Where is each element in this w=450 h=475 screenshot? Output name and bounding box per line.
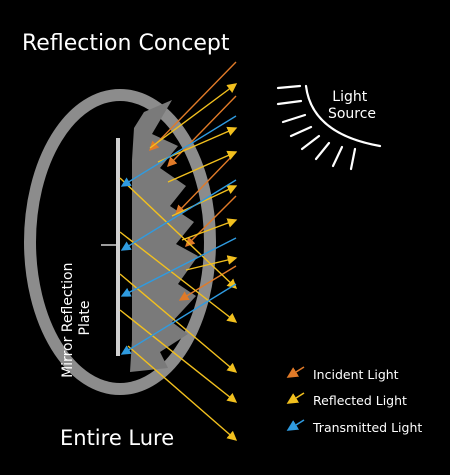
legend-item-incident: Incident Light: [286, 366, 399, 382]
legend-item-reflected: Reflected Light: [286, 392, 407, 408]
incident-ray: [175, 151, 237, 216]
incident-ray: [178, 265, 237, 301]
reflected-ray: [119, 273, 238, 373]
lure-serrated-surface: [130, 100, 198, 372]
incident-rays: [149, 61, 237, 301]
legend-transmitted-arrow: [286, 419, 305, 431]
reflected-ray: [171, 185, 238, 217]
transmitted-rays: [120, 115, 237, 355]
transmitted-ray: [120, 179, 237, 251]
reflected-ray: [119, 177, 238, 289]
incident-ray: [167, 95, 237, 168]
legend: Incident Light Reflected Light Transmitt…: [286, 366, 422, 435]
legend-reflected-arrow: [286, 392, 305, 404]
reflected-ray: [181, 218, 238, 241]
transmitted-ray: [120, 283, 237, 355]
light-source-line2: Source: [328, 106, 376, 122]
transmitted-ray: [120, 237, 237, 297]
legend-incident-arrow: [286, 366, 305, 378]
plate-label: Mirror Reflection Plate: [60, 258, 93, 378]
transmitted-ray: [120, 115, 237, 187]
lure-outline: [24, 89, 216, 395]
plate-label-line1: Mirror Reflection: [60, 263, 76, 378]
legend-transmitted-label: Transmitted Light: [312, 420, 422, 435]
plate-label-line2: Plate: [77, 300, 93, 335]
lure-caption: Entire Lure: [60, 426, 174, 450]
light-source-line1: Light: [332, 89, 367, 105]
reflected-ray: [127, 345, 238, 441]
reflected-ray: [119, 309, 238, 403]
reflected-ray: [167, 150, 238, 183]
legend-item-transmitted: Transmitted Light: [286, 419, 422, 435]
reflected-rays: [119, 83, 238, 441]
legend-reflected-label: Reflected Light: [313, 393, 407, 408]
incident-ray: [149, 61, 237, 152]
reflected-ray: [149, 83, 238, 149]
reflected-ray: [119, 231, 238, 323]
legend-incident-label: Incident Light: [313, 367, 399, 382]
diagram-title: Reflection Concept: [22, 31, 230, 56]
light-source-label: Light Source: [328, 89, 376, 122]
incident-ray: [185, 195, 237, 247]
light-source-rays: [276, 84, 382, 171]
